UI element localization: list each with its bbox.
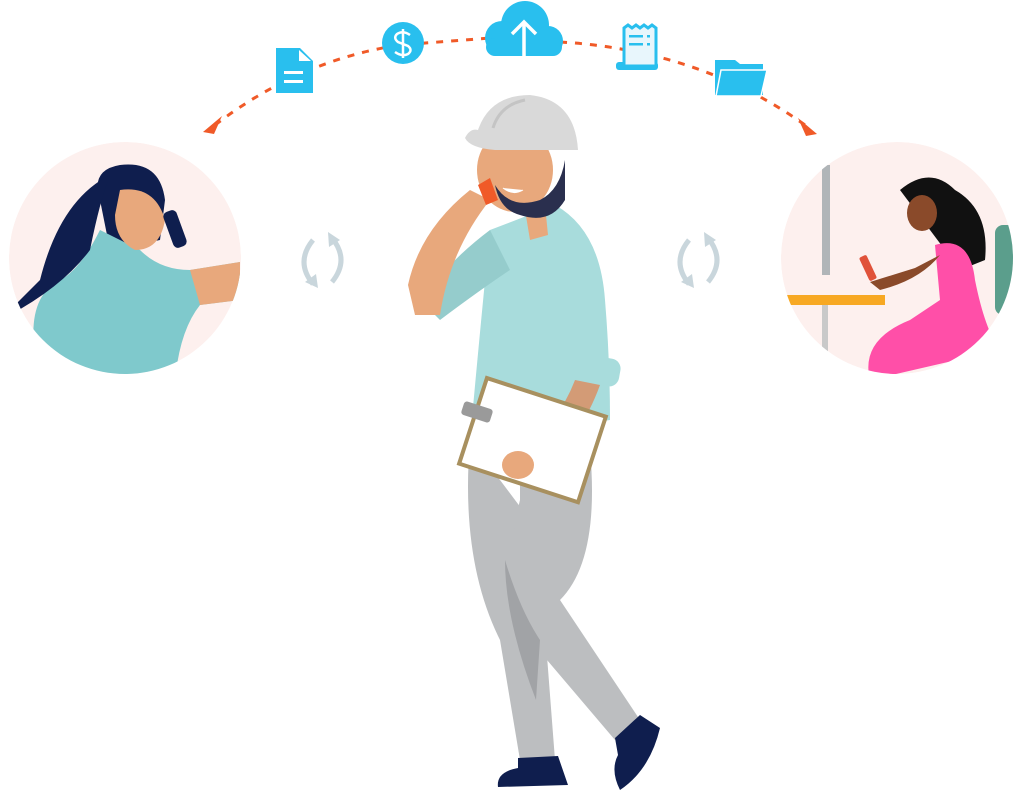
sync-icon-left bbox=[301, 232, 344, 288]
receipt-icon bbox=[616, 23, 658, 70]
arrowhead-left-icon bbox=[203, 116, 222, 134]
woman-at-desk-avatar bbox=[781, 142, 1013, 374]
construction-worker-figure bbox=[408, 95, 660, 790]
clipboard bbox=[456, 375, 609, 505]
hard-hat bbox=[465, 95, 578, 150]
transfer-arc-left bbox=[214, 36, 491, 127]
cloud-upload-icon bbox=[485, 1, 563, 56]
arrowhead-right-icon bbox=[798, 118, 817, 136]
right-shoe bbox=[614, 715, 660, 790]
folder-icon bbox=[715, 60, 768, 97]
sync-icon-right bbox=[677, 232, 720, 288]
woman-on-phone-avatar bbox=[9, 142, 241, 374]
transfer-arc-right bbox=[559, 40, 806, 127]
dollar-icon bbox=[382, 22, 424, 64]
left-shoe bbox=[497, 756, 568, 787]
document-icon bbox=[276, 48, 313, 93]
